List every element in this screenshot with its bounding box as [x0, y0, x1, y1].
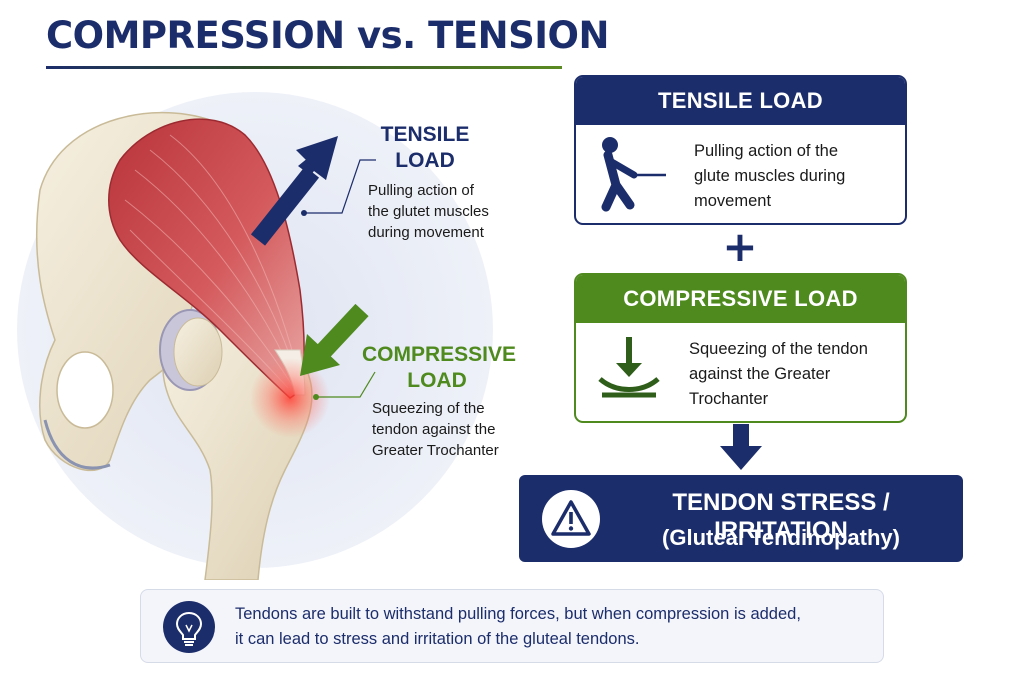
- tensile-card-line3: movement: [694, 192, 772, 210]
- result-line1: TENDON STRESS / IRRITATION: [672, 489, 890, 544]
- plus-symbol: +: [722, 222, 758, 271]
- tensile-leader-line: [304, 159, 376, 214]
- compression-arrow-icon: [598, 337, 660, 398]
- hip-anatomy-illustration: [17, 92, 493, 580]
- note-box: Tendons are built to withstand pulling f…: [140, 589, 884, 663]
- compressive-card-body: Squeezing of the tendon against the Grea…: [576, 323, 905, 421]
- tensile-label-line2: LOAD: [395, 149, 455, 172]
- note-line2: it can lead to stress and irritation of …: [235, 630, 640, 648]
- compressive-desc-line2: tendon against the: [372, 421, 496, 438]
- lightbulb-icon: [175, 611, 203, 646]
- tensile-card-header: TENSILE LOAD: [576, 77, 905, 125]
- inflammation-glow: [250, 358, 330, 438]
- compressive-card-line1: Squeezing of the tendon: [689, 340, 868, 358]
- compressive-card-line2: against the Greater: [689, 365, 831, 383]
- down-arrow-icon: [720, 424, 762, 470]
- tensile-load-label: TENSILE LOAD: [365, 122, 485, 174]
- compressive-desc-line3: Greater Trochanter: [372, 442, 499, 459]
- compressive-label-line2: LOAD: [407, 369, 467, 392]
- compressive-card-text: Squeezing of the tendon against the Grea…: [689, 337, 868, 412]
- compressive-load-label: COMPRESSIVE LOAD: [362, 342, 517, 394]
- ischium-shade: [43, 419, 111, 470]
- tensile-load-card: TENSILE LOAD Pulling action of the glute…: [574, 75, 907, 225]
- obturator-foramen: [56, 351, 114, 429]
- note-text: Tendons are built to withstand pulling f…: [235, 602, 875, 652]
- compressive-label-line1: COMPRESSIVE: [362, 343, 517, 366]
- tensile-card-body: Pulling action of the glute muscles duri…: [576, 125, 905, 223]
- compressive-description: Squeezing of the tendon against the Grea…: [372, 398, 499, 461]
- tensile-desc-line1: Pulling action of: [368, 182, 474, 199]
- compressive-load-card: COMPRESSIVE LOAD Squeezing of the tendon…: [574, 273, 907, 423]
- compressive-card-line3: Trochanter: [689, 390, 769, 408]
- tensile-desc-line3: during movement: [368, 224, 484, 241]
- compressive-leader-line: [316, 371, 376, 398]
- note-line1: Tendons are built to withstand pulling f…: [235, 605, 801, 623]
- tensile-card-line2: glute muscles during: [694, 167, 846, 185]
- compressive-arrow-icon: [300, 334, 340, 376]
- page-title: COMPRESSION vs. TENSION: [46, 14, 609, 57]
- compressive-card-header: COMPRESSIVE LOAD: [576, 275, 905, 323]
- tensile-card-line1: Pulling action of the: [694, 142, 839, 160]
- tensile-card-text: Pulling action of the glute muscles duri…: [694, 139, 845, 214]
- title-underline: [46, 66, 562, 69]
- tendon-stress-result: TENDON STRESS / IRRITATION (Gluteal Tend…: [519, 475, 963, 562]
- tensile-label-line1: TENSILE: [380, 123, 470, 146]
- person-pulling-icon: [601, 137, 666, 212]
- tensile-desc-line2: the glutet muscles: [368, 203, 489, 220]
- warning-icon: [551, 500, 591, 536]
- note-icon-circle: [163, 601, 215, 653]
- warning-circle: [542, 490, 600, 548]
- tensile-description: Pulling action of the glutet muscles dur…: [368, 180, 489, 243]
- femoral-head: [173, 317, 223, 387]
- result-line2: (Gluteal Tendinopathy): [662, 525, 900, 550]
- compressive-desc-line1: Squeezing of the: [372, 400, 485, 417]
